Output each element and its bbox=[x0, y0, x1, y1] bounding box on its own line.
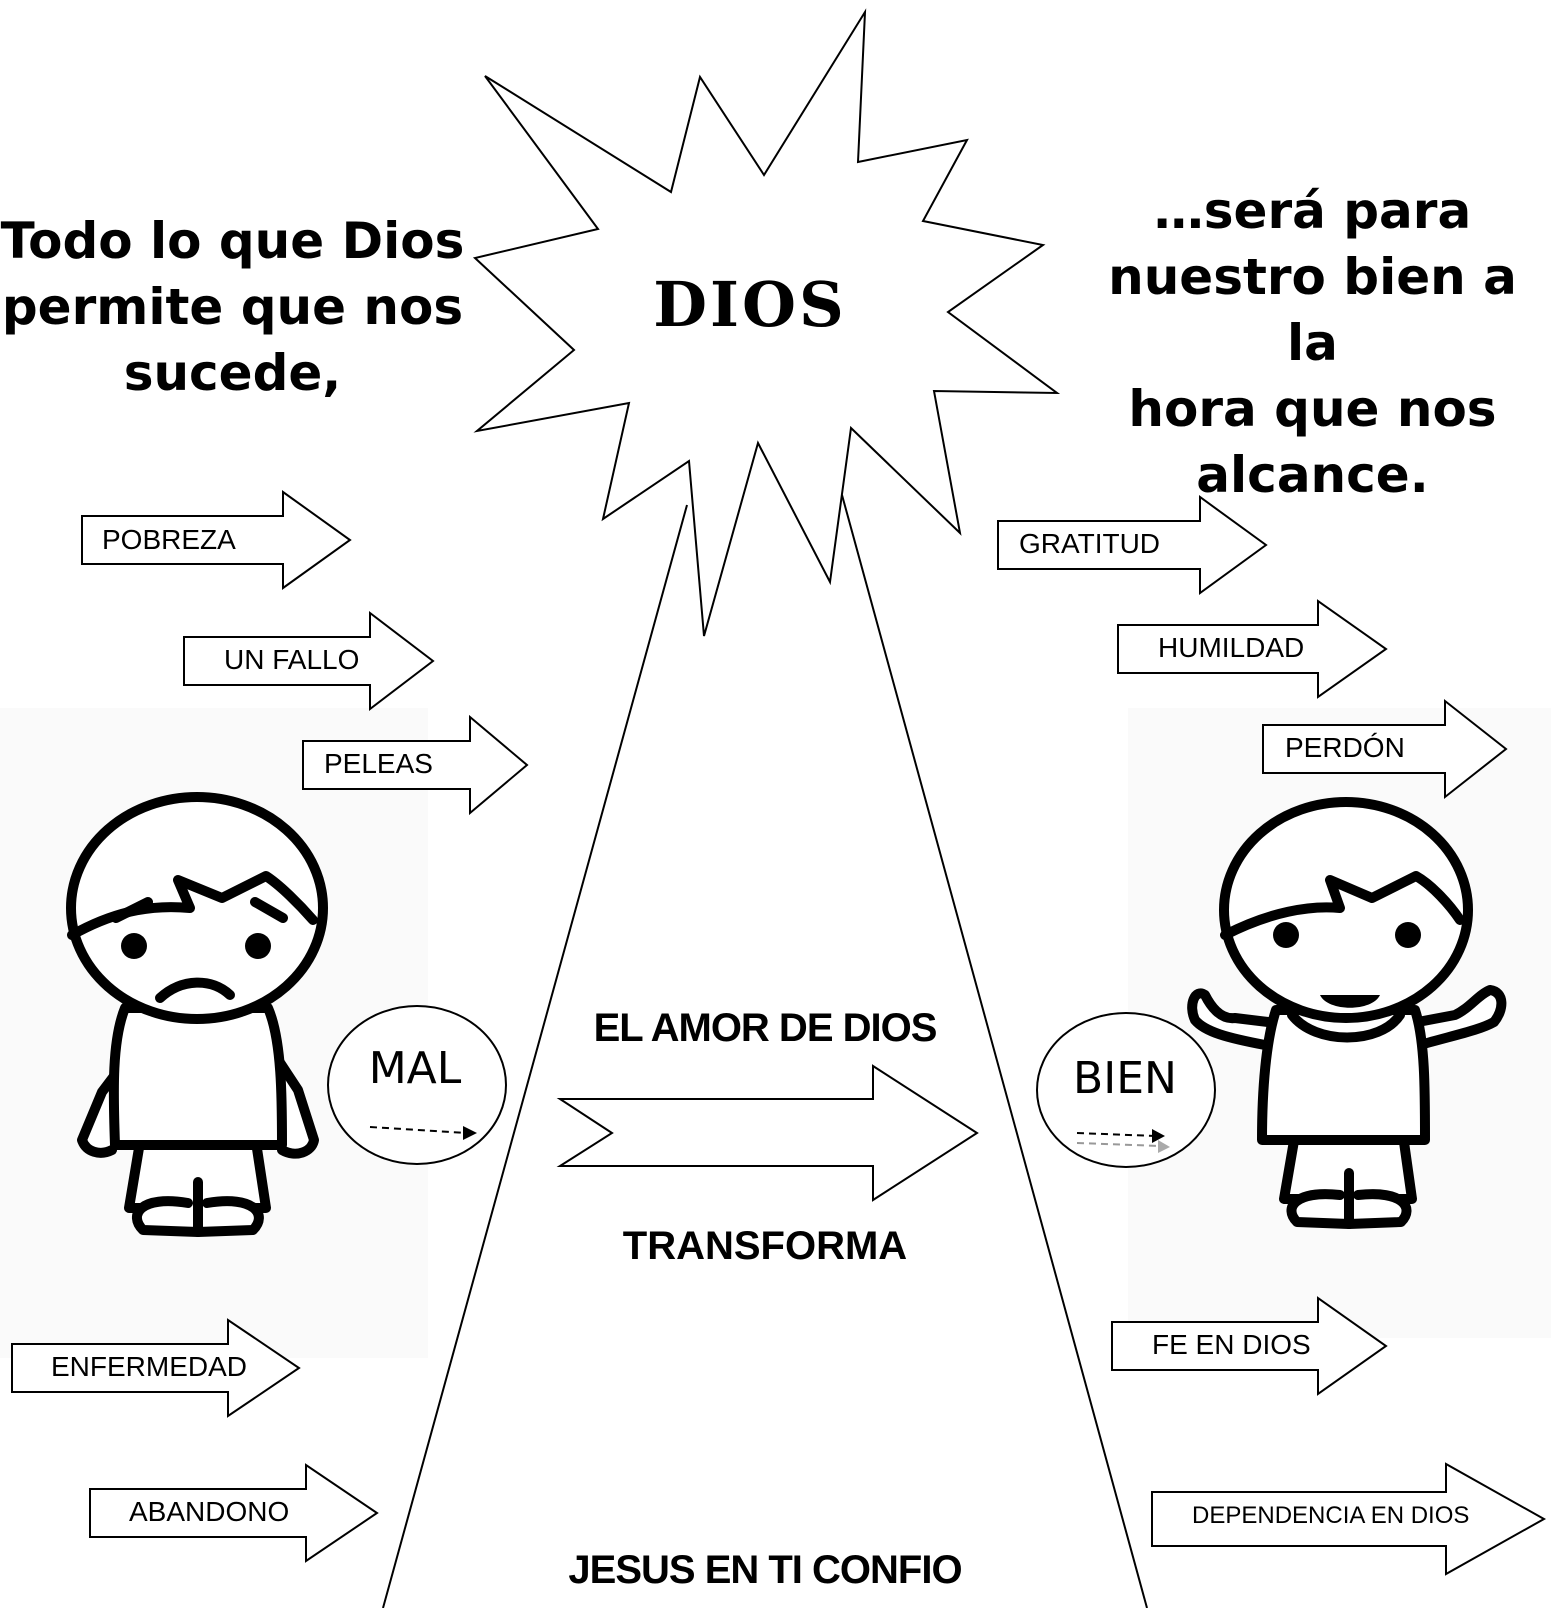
arrow-label-fe-en-dios: FE EN DIOS bbox=[1152, 1329, 1311, 1360]
arrow-label-enfermedad: ENFERMEDAD bbox=[51, 1351, 248, 1382]
love-arrow bbox=[556, 1064, 979, 1202]
arrow-shape-gratitud bbox=[997, 495, 1268, 595]
left-statement-line-3: sucede, bbox=[123, 344, 342, 402]
arrow-label-humildad: HUMILDAD bbox=[1158, 632, 1305, 663]
mal-arrowhead bbox=[463, 1126, 477, 1140]
arrow-shape-un-fallo bbox=[183, 610, 435, 712]
arrow-shape-perdon bbox=[1262, 698, 1508, 800]
left-statement-line-1: Todo lo que Dios bbox=[0, 212, 465, 270]
sad-kid-illustration bbox=[66, 792, 328, 1237]
arrow-shape-dependencia bbox=[1151, 1462, 1547, 1576]
bien-ellipse bbox=[1036, 1012, 1216, 1168]
left-statement-line-2: permite que nos bbox=[1, 278, 464, 336]
bien-dashed-arrow-grey bbox=[1076, 1142, 1161, 1147]
arrow-shape-peleas bbox=[302, 714, 529, 816]
love-title: EL AMOR DE DIOS bbox=[593, 1006, 938, 1050]
bien-label: BIEN bbox=[1073, 1053, 1177, 1104]
arrow-shape-enfermedad bbox=[11, 1318, 301, 1418]
arrow-label-dependencia: DEPENDENCIA EN DIOS bbox=[1192, 1502, 1470, 1529]
arrow-shape-abandono bbox=[89, 1463, 379, 1563]
left-statement: Todo lo que Dios permite que nos sucede, bbox=[0, 208, 465, 406]
right-statement: …será para nuestro bien a la hora que no… bbox=[1090, 178, 1535, 508]
arrow-shape-fe-en-dios bbox=[1111, 1296, 1388, 1396]
happy-kid-eye-right bbox=[1395, 922, 1421, 948]
happy-kid-illustration bbox=[1187, 797, 1507, 1229]
bien-dashed-arrow bbox=[1076, 1132, 1157, 1137]
happy-kid-mouth bbox=[1320, 995, 1380, 1008]
arrow-label-peleas: PELEAS bbox=[324, 748, 433, 779]
left-divider-line bbox=[382, 504, 688, 1608]
mal-dashed-arrow bbox=[369, 1126, 467, 1134]
footer-prayer: JESUS EN TI CONFIO bbox=[568, 1548, 962, 1592]
arrow-label-perdon: PERDÓN bbox=[1285, 732, 1405, 763]
happy-kid-eye-left bbox=[1273, 922, 1299, 948]
arrow-label-pobreza: POBREZA bbox=[102, 524, 236, 555]
starburst bbox=[472, 8, 1061, 637]
right-divider-line bbox=[841, 494, 1148, 1608]
transform-label: TRANSFORMA bbox=[622, 1224, 908, 1268]
right-statement-line-4: alcance. bbox=[1196, 446, 1429, 504]
mal-ellipse bbox=[327, 1005, 507, 1165]
dios-title: DIOS bbox=[653, 268, 847, 341]
arrow-shape-humildad bbox=[1117, 599, 1388, 699]
sad-kid-eye-right bbox=[245, 933, 271, 959]
sad-kid-eye-left bbox=[121, 933, 147, 959]
arrow-label-abandono: ABANDONO bbox=[129, 1496, 290, 1527]
mal-label: MAL bbox=[368, 1043, 462, 1094]
arrow-shape-pobreza bbox=[81, 490, 352, 590]
right-statement-line-2: nuestro bien a la bbox=[1108, 248, 1517, 372]
arrow-label-un-fallo: UN FALLO bbox=[224, 644, 360, 675]
right-statement-line-3: hora que nos bbox=[1128, 380, 1497, 438]
arrow-label-gratitud: GRATITUD bbox=[1019, 528, 1161, 559]
bien-arrowhead-grey bbox=[1158, 1140, 1170, 1153]
bien-arrowhead bbox=[1152, 1129, 1165, 1143]
right-statement-line-1: …será para bbox=[1153, 182, 1472, 240]
